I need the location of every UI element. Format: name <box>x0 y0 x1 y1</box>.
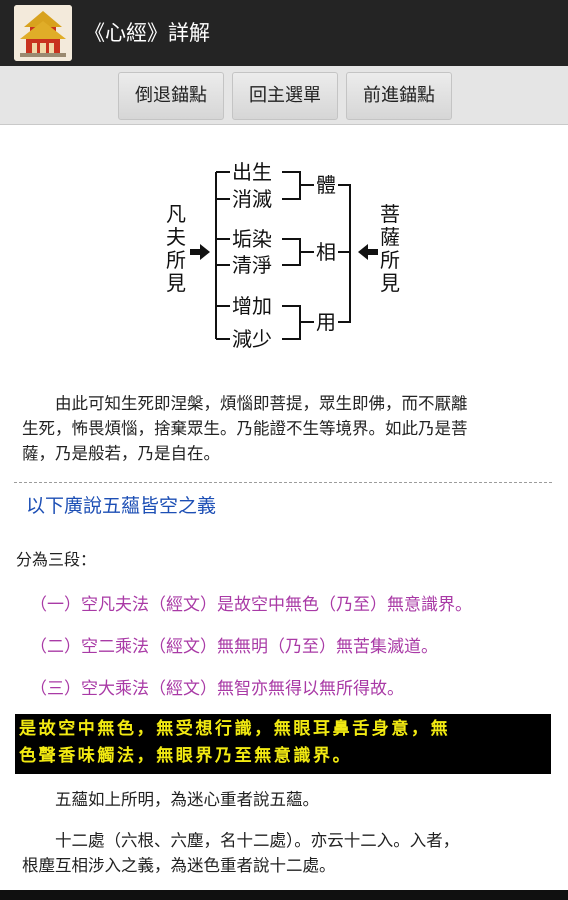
left-arrow-icon <box>190 244 210 260</box>
svg-text:垢染: 垢染 <box>232 227 272 251</box>
section-heading[interactable]: 以下廣說五蘊皆空之義 <box>26 495 217 517</box>
divider <box>14 482 552 483</box>
back-anchor-button[interactable]: 倒退錨點 <box>118 72 224 120</box>
right-label: 菩 薩 所 見 <box>380 202 400 295</box>
section-link-1[interactable]: （一）空凡夫法（經文）是故空中無色（乃至）無意識界。 <box>30 595 472 615</box>
svg-text:夫: 夫 <box>166 225 186 249</box>
forward-anchor-button[interactable]: 前進錨點 <box>346 72 452 120</box>
paragraph: 十二處（六根、六塵，名十二處）。亦云十二入。入者， 根塵互相涉入之義，為迷色重者… <box>22 831 460 875</box>
pair-1: 出生 消滅 <box>232 160 272 211</box>
svg-text:菩: 菩 <box>380 202 400 226</box>
main-menu-button[interactable]: 回主選單 <box>232 72 338 120</box>
svg-text:所: 所 <box>166 248 186 272</box>
paragraph: 五蘊如上所明，為迷心重者說五蘊。 <box>22 790 319 809</box>
category-label: 相 <box>316 240 336 264</box>
anchor-toolbar: 倒退錨點 回主選單 前進錨點 <box>0 66 568 125</box>
svg-text:清淨: 清淨 <box>232 253 272 277</box>
concept-diagram: 凡 夫 所 見 出生 消滅 垢染 清淨 增加 <box>166 160 400 351</box>
left-label: 凡 夫 所 見 <box>166 202 186 295</box>
category-label: 用 <box>316 310 336 334</box>
right-arrow-icon <box>358 244 378 260</box>
section-link-3[interactable]: （三）空大乘法（經文）無智亦無得以無所得故。 <box>30 679 404 699</box>
svg-text:所: 所 <box>380 248 400 272</box>
svg-text:凡: 凡 <box>166 202 186 226</box>
division-intro: 分為三段： <box>16 550 97 569</box>
svg-text:見: 見 <box>166 271 186 295</box>
pair-3: 增加 減少 <box>232 294 272 351</box>
app-bar: 《心經》詳解 <box>0 0 568 66</box>
svg-text:薩: 薩 <box>380 225 400 249</box>
svg-text:消滅: 消滅 <box>232 187 272 211</box>
pair-2: 垢染 清淨 <box>232 227 272 277</box>
content-area[interactable]: 凡 夫 所 見 出生 消滅 垢染 清淨 增加 <box>0 125 568 890</box>
svg-text:增加: 增加 <box>232 294 272 318</box>
svg-text:見: 見 <box>380 271 400 295</box>
sutra-quote: 是故空中無色，無受想行識，無眼耳鼻舌身意，無 色聲香味觸法，無眼界乃至無意識界。 <box>15 714 551 774</box>
temple-icon[interactable] <box>14 5 72 61</box>
app-title: 《心經》詳解 <box>84 21 210 45</box>
bottom-edge <box>0 890 568 900</box>
svg-text:出生: 出生 <box>232 160 272 184</box>
paragraph: 由此可知生死即涅槃，煩惱即菩提，眾生即佛，而不厭離 生死，怖畏煩惱，捨棄眾生。乃… <box>22 394 468 463</box>
svg-text:減少: 減少 <box>232 327 272 351</box>
section-link-2[interactable]: （二）空二乘法（經文）無無明（乃至）無苦集滅道。 <box>30 637 438 657</box>
category-label: 體 <box>316 173 336 197</box>
